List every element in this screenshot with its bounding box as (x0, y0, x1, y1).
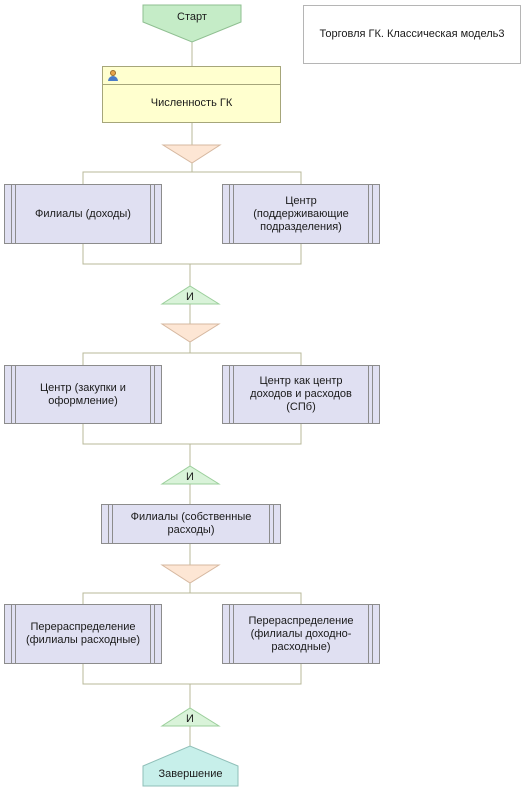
process-filialy-dohody[interactable] (4, 184, 162, 244)
split-node (161, 144, 222, 164)
connector (82, 244, 191, 286)
task-header (103, 67, 280, 85)
connector (82, 163, 193, 184)
connector (190, 592, 302, 604)
process-pereraspredelenie-dohodno-rashodnye[interactable] (222, 604, 380, 664)
end-node (142, 745, 239, 787)
process-pereraspredelenie-rashodnye[interactable] (4, 604, 162, 664)
split-node (160, 564, 221, 584)
process-filialy-sobstvennye[interactable] (101, 504, 281, 544)
connector (192, 171, 302, 184)
connector (82, 424, 191, 466)
split-node (160, 323, 221, 343)
process-centr-spb[interactable] (222, 365, 380, 424)
connector (82, 342, 191, 365)
connector (190, 244, 302, 265)
join-node (160, 707, 221, 727)
connector (82, 583, 191, 604)
task-box[interactable] (102, 66, 281, 123)
diagram-title-box (303, 5, 521, 64)
connector (190, 664, 302, 685)
connector (190, 424, 302, 445)
connector (82, 664, 191, 708)
join-node (160, 465, 221, 485)
user-icon (108, 70, 118, 81)
process-centr-zakupki[interactable] (4, 365, 162, 424)
start-node (142, 4, 242, 43)
connector (190, 352, 302, 365)
process-centr-podderzhivayushchie[interactable] (222, 184, 380, 244)
join-node (160, 285, 221, 305)
